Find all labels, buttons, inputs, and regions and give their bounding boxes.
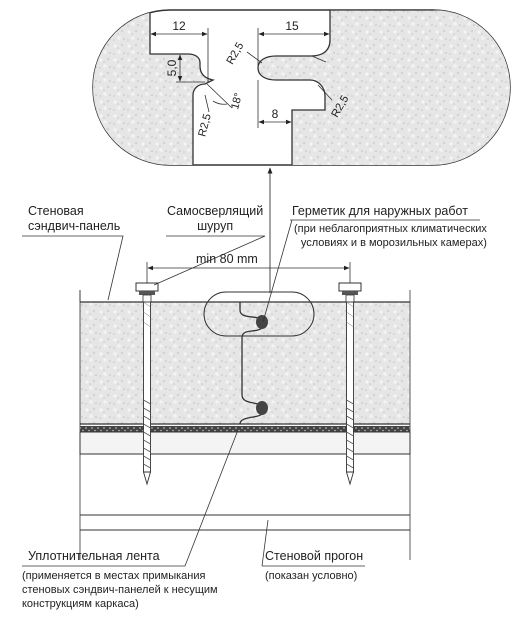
label-sealant-note: (при неблагоприятных климатических услов… — [294, 222, 487, 250]
label-sealant-note-line1: (при неблагоприятных климатических — [294, 223, 487, 235]
label-sealant-title: Герметик для наружных работ — [292, 204, 468, 218]
self-drilling-screw-right — [338, 282, 362, 486]
dim-right-offset-label: 8 — [272, 107, 279, 121]
leader-lines — [22, 219, 480, 567]
dim-left-height-label: 5,0 — [165, 59, 179, 76]
label-seal-tape-title: Уплотнительная лента — [28, 549, 160, 563]
dim-radius-top-right — [311, 55, 327, 63]
sealing-tape-strip — [80, 426, 410, 432]
label-min-distance: min 80 mm — [196, 252, 258, 266]
dim-radius-bottom-left-label: R2,5 — [196, 112, 214, 138]
dim-left-height: 5,0 — [158, 53, 205, 83]
label-seal-tape-note: (применяется в местах примыкания стеновы… — [22, 569, 218, 611]
joint-detail-view: 12 5,0 15 8 18° — [92, 9, 511, 166]
label-purlin-note: (показан условно) — [265, 570, 358, 582]
dim-min-distance — [146, 262, 351, 283]
label-wall-panel: Стеновая сэндвич-панель — [28, 204, 120, 234]
leader-wall-panel — [22, 235, 124, 301]
dim-angle: 18° — [206, 83, 245, 111]
label-purlin-title: Стеновой прогон — [265, 549, 364, 563]
dim-right-width-label: 15 — [285, 19, 299, 33]
label-wall-panel-line1: Стеновая — [28, 204, 84, 218]
sealant-bottom — [256, 401, 268, 415]
label-wall-panel-line2: сэндвич-панель — [28, 219, 121, 233]
wall-purlin — [79, 431, 411, 455]
label-screw: Самосверлящий шуруп — [167, 204, 263, 234]
wall-section-view — [79, 262, 411, 560]
label-seal-tape-note-line2: стеновых сэндвич-панелей к несущим — [22, 584, 218, 596]
leader-purlin — [261, 519, 365, 567]
leader-seal-tape — [22, 429, 239, 567]
label-sealant-note-line2: условиях и в морозильных камерах) — [300, 237, 487, 249]
dim-radius-bottom-left: R2,5 — [196, 94, 214, 138]
panel-core-right — [240, 302, 410, 424]
dim-left-width: 12 — [149, 19, 209, 82]
sealant-top — [256, 315, 268, 329]
leader-sealant — [262, 219, 480, 323]
panel-core-left — [80, 302, 240, 424]
label-screw-line2: шуруп — [197, 219, 234, 233]
label-seal-tape-note-line1: (применяется в местах примыкания — [22, 570, 206, 582]
dim-right-offset: 8 — [257, 80, 293, 128]
dim-angle-label: 18° — [229, 92, 245, 111]
label-seal-tape-note-line3: конструкциям каркаса) — [22, 598, 139, 610]
joint-callout-bubble — [203, 291, 315, 337]
label-screw-line1: Самосверлящий — [167, 204, 264, 218]
dim-left-width-label: 12 — [172, 19, 186, 33]
leader-screw — [153, 235, 266, 286]
self-drilling-screw-left — [135, 282, 159, 486]
